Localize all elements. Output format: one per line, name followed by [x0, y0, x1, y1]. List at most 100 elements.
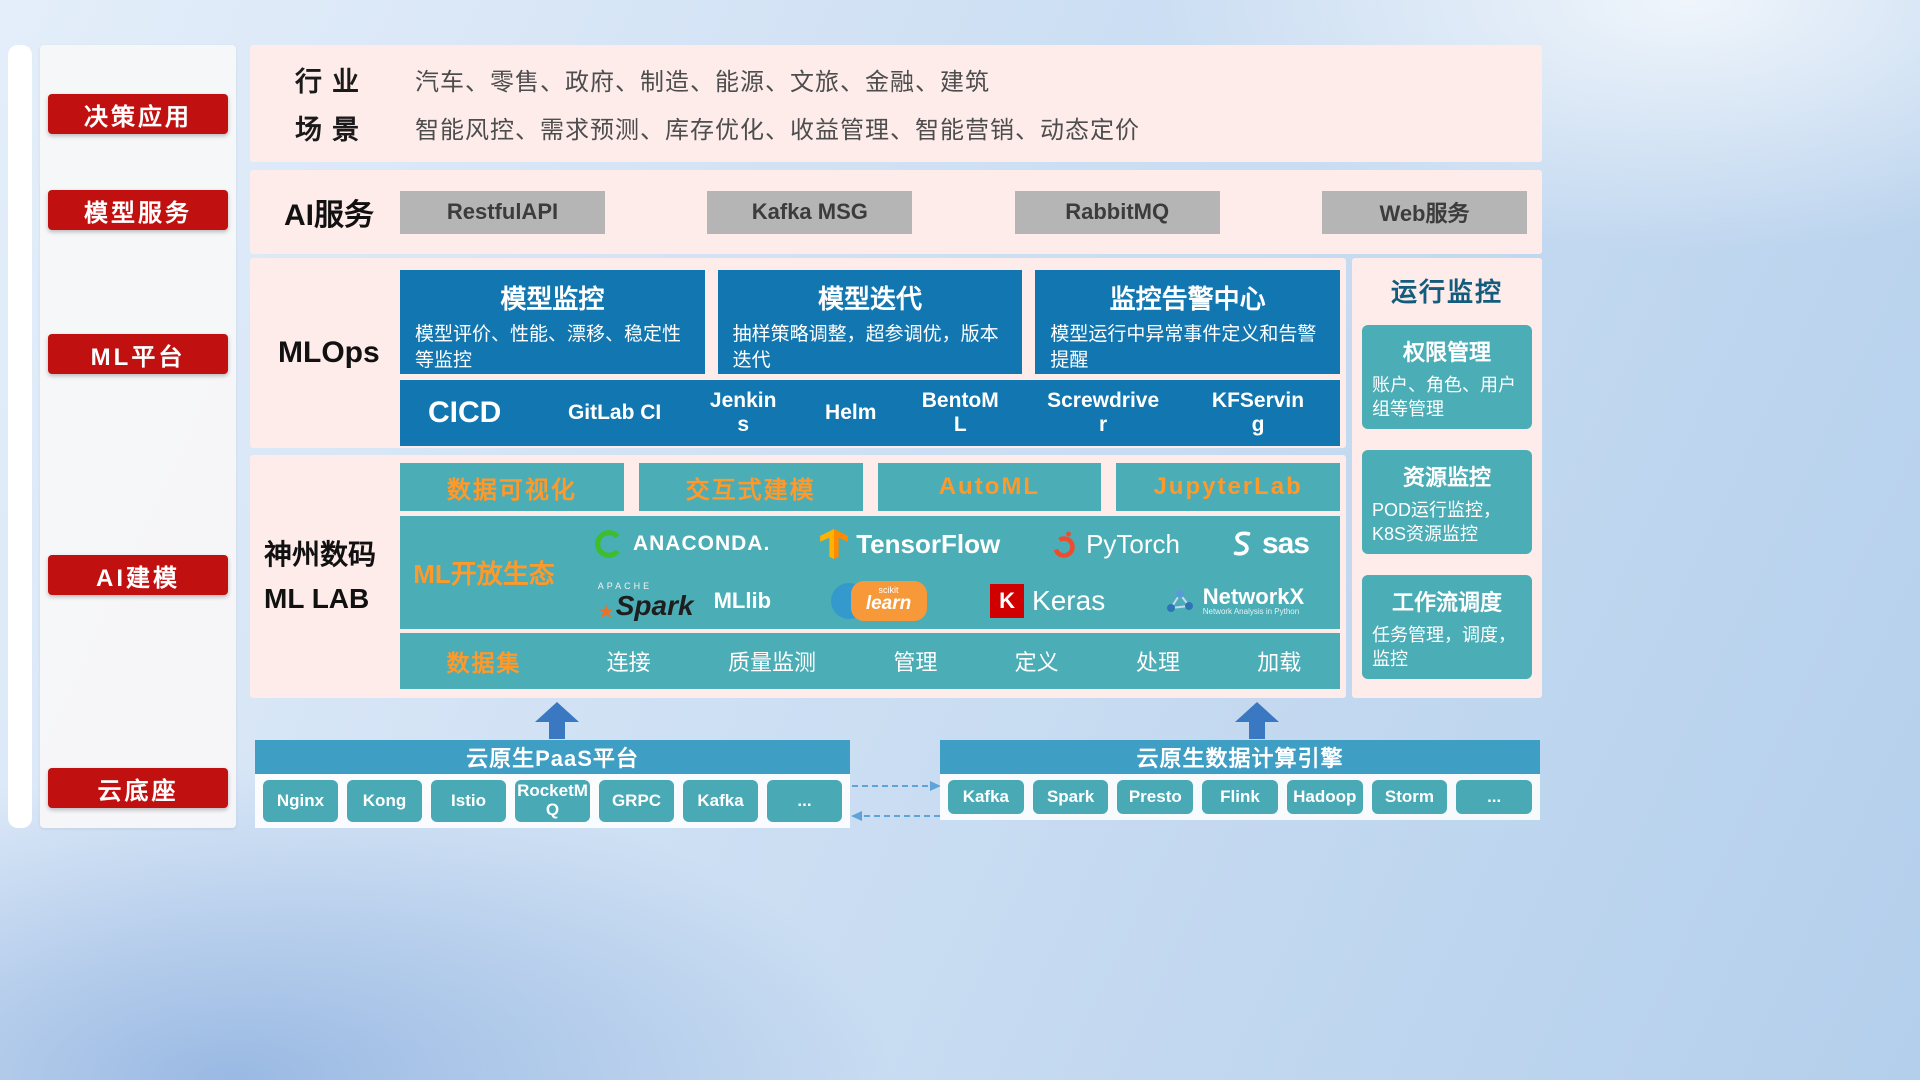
mlops-label: MLOps	[278, 336, 380, 369]
cicd-label: CICD	[428, 396, 502, 429]
ml-lab-section: 神州数码 ML LAB 数据可视化 交互式建模 AutoML JupyterLa…	[250, 455, 1346, 698]
card-desc: 模型运行中异常事件定义和告警提醒	[1050, 324, 1317, 371]
card-desc: 账户、角色、用户组等管理	[1372, 375, 1516, 420]
up-arrow-icon	[534, 702, 580, 739]
web-service-button[interactable]: Web服务	[1321, 190, 1527, 234]
restfulapi-button[interactable]: RestfulAPI	[400, 190, 605, 234]
scene-list: 智能风控、需求预测、库存优化、收益管理、智能营销、动态定价	[415, 117, 1140, 145]
ml-lab-label-line1: 神州数码	[264, 539, 377, 571]
card-title: 模型迭代	[818, 284, 923, 314]
interactive-modeling-button[interactable]: 交互式建模	[638, 463, 863, 511]
ai-service-buttons: RestfulAPI Kafka MSG RabbitMQ Web服务	[400, 190, 1542, 234]
logo-row-2: APACHE Spark MLlib	[568, 573, 1334, 630]
dataset-bar: 数据集 连接 质量监测 管理 定义 处理 加载	[400, 633, 1340, 689]
card-title: 资源监控	[1402, 465, 1491, 490]
scene-label: 场景	[295, 115, 369, 146]
card-title: 工作流调度	[1391, 590, 1502, 615]
cicd-bar: CICD GitLab CI Jenkins Helm BentoML Scre…	[400, 380, 1340, 446]
kafka-msg-button[interactable]: Kafka MSG	[707, 190, 913, 234]
spark-mllib-logo: APACHE Spark MLlib	[597, 580, 771, 620]
networkx-logo: NetworkX Network Analysis in Python	[1165, 585, 1304, 616]
ml-lab-tools: 数据可视化 交互式建模 AutoML JupyterLab	[400, 463, 1340, 511]
dashed-link-arrows	[851, 781, 941, 821]
hadoop-button[interactable]: Hadoop	[1286, 780, 1363, 814]
sidebar-item-ai-modeling[interactable]: AI建模	[48, 555, 228, 595]
anaconda-text: ANACONDA.	[632, 532, 771, 556]
resource-monitor-card: 资源监控 POD运行监控，K8S资源监控	[1362, 450, 1532, 554]
dataset-items: 连接 质量监测 管理 定义 处理 加载	[568, 645, 1340, 677]
dataset-label: 数据集	[446, 650, 522, 676]
sidebar-item-model-service[interactable]: 模型服务	[48, 190, 228, 230]
sidebar-item-cloud-base[interactable]: 云底座	[48, 768, 228, 808]
cicd-item-screwdriver: Screwdriver	[1047, 388, 1160, 436]
industry-scene-panel: 行业 汽车、零售、政府、制造、能源、文旅、金融、建筑 场景 智能风控、需求预测、…	[250, 45, 1542, 162]
dataset-item-quality: 质量监测	[727, 650, 816, 675]
tensorflow-logo: TensorFlow	[820, 529, 1000, 560]
keras-text: Keras	[1032, 584, 1106, 616]
anaconda-logo: ANACONDA.	[593, 528, 770, 560]
up-arrow-icon	[1234, 702, 1280, 739]
apache-text: APACHE	[597, 580, 653, 591]
sas-icon	[1233, 531, 1251, 556]
storm-button[interactable]: Storm	[1371, 780, 1448, 814]
kafka-button[interactable]: Kafka	[683, 780, 758, 822]
logo-row-1: ANACONDA. TensorFlow	[568, 516, 1334, 573]
keras-icon: K	[990, 583, 1025, 618]
sas-logo: sas	[1230, 527, 1310, 561]
dataset-item-manage: 管理	[893, 650, 938, 675]
networkx-subtext: Network Analysis in Python	[1202, 607, 1300, 617]
card-desc: 任务管理，调度，监控	[1372, 625, 1516, 670]
paas-platform-header: 云原生PaaS平台	[255, 740, 850, 774]
pytorch-icon	[1053, 531, 1075, 558]
model-iteration-card: 模型迭代 抽样策略调整，超参调优，版本迭代	[717, 270, 1023, 374]
scene-line: 场景 智能风控、需求预测、库存优化、收益管理、智能营销、动态定价	[295, 108, 1542, 147]
card-title: 权限管理	[1402, 340, 1491, 365]
ml-lab-label: 神州数码 ML LAB	[264, 455, 404, 698]
networkx-icon	[1166, 589, 1193, 612]
run-monitor-panel: 运行监控 权限管理 账户、角色、用户组等管理 资源监控 POD运行监控，K8S资…	[1352, 258, 1542, 698]
dataset-item-process: 处理	[1135, 650, 1180, 675]
card-desc: 抽样策略调整，超参调优，版本迭代	[732, 324, 999, 371]
cicd-item-kfserving: KFServing	[1211, 388, 1305, 436]
istio-button[interactable]: Istio	[431, 780, 506, 822]
grpc-button[interactable]: GRPC	[599, 780, 674, 822]
run-monitor-title: 运行监控	[1390, 277, 1503, 307]
networkx-text: NetworkX	[1202, 584, 1305, 609]
anaconda-icon	[595, 530, 623, 559]
sidebar-item-ml-platform[interactable]: ML平台	[48, 334, 228, 374]
cicd-item-jenkins: Jenkins	[709, 388, 777, 436]
more-button[interactable]: ...	[767, 780, 842, 822]
model-monitoring-card: 模型监控 模型评价、性能、漂移、稳定性等监控	[400, 270, 705, 374]
presto-button[interactable]: Presto	[1117, 780, 1194, 814]
sidebar-item-decision-apps[interactable]: 决策应用	[48, 94, 228, 134]
industry-line: 行业 汽车、零售、政府、制造、能源、文旅、金融、建筑	[295, 60, 1542, 99]
mlops-section: MLOps 模型监控 模型评价、性能、漂移、稳定性等监控 模型迭代 抽样策略调整…	[250, 258, 1346, 448]
scikit-text: scikit	[878, 584, 899, 595]
ml-open-ecosystem: ML开放生态 ANACONDA. TensorFlow	[400, 516, 1340, 629]
jupyterlab-button[interactable]: JupyterLab	[1116, 463, 1340, 511]
mlops-cards: 模型监控 模型评价、性能、漂移、稳定性等监控 模型迭代 抽样策略调整，超参调优，…	[400, 270, 1341, 374]
kong-button[interactable]: Kong	[347, 780, 422, 822]
rocketmq-button[interactable]: RocketMQ	[515, 780, 590, 822]
ml-open-ecosystem-label: ML开放生态	[413, 559, 555, 589]
industry-label: 行业	[295, 66, 369, 97]
layer-sidebar	[40, 45, 236, 828]
cicd-item-bentoml: BentoML	[921, 388, 999, 436]
spark-button[interactable]: Spark	[1032, 780, 1109, 814]
automl-button[interactable]: AutoML	[877, 463, 1102, 511]
permission-mgmt-card: 权限管理 账户、角色、用户组等管理	[1362, 325, 1532, 429]
rabbitmq-button[interactable]: RabbitMQ	[1014, 190, 1220, 234]
scikit-learn-logo: scikit learn	[830, 579, 931, 623]
pytorch-text: PyTorch	[1086, 528, 1181, 559]
ai-service-label: AI服务	[284, 199, 374, 232]
kafka-button[interactable]: Kafka	[948, 780, 1024, 814]
nginx-button[interactable]: Nginx	[263, 780, 338, 822]
more-button[interactable]: ...	[1456, 780, 1533, 814]
card-desc: POD运行监控，K8S资源监控	[1372, 500, 1502, 545]
cicd-item-helm: Helm	[825, 400, 877, 424]
ecosystem-logos: ANACONDA. TensorFlow	[568, 516, 1340, 629]
card-title: 监控告警中心	[1109, 284, 1266, 314]
data-visualization-button[interactable]: 数据可视化	[400, 463, 624, 511]
cicd-items: GitLab CI Jenkins Helm BentoML Screwdriv…	[546, 389, 1332, 437]
flink-button[interactable]: Flink	[1202, 780, 1278, 814]
